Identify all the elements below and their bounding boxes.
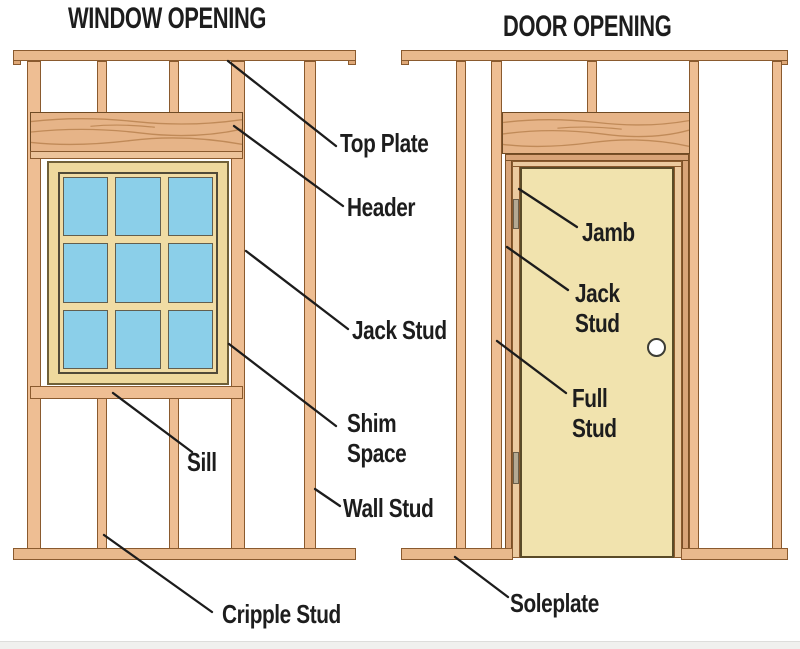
door-jamb-right-inner [674, 154, 682, 558]
window-cripple-stud-top-2 [169, 61, 179, 113]
window-wall-stud [304, 61, 316, 549]
window-frame [47, 161, 229, 385]
door-jamb-head-inner [512, 161, 682, 167]
door-hinge-bottom [513, 452, 519, 484]
window-pane [167, 309, 213, 369]
window-pane [115, 309, 161, 369]
door-soleplate-right [681, 548, 788, 560]
window-header [30, 112, 243, 152]
door-cripple-stud [587, 61, 597, 113]
window-top-plate-end-left [13, 61, 21, 65]
window-cripple-stud-bottom-2 [169, 398, 179, 549]
door-right-wall-stud [772, 61, 782, 549]
door-header [502, 112, 690, 154]
door-opening-title: DOOR OPENING [503, 10, 672, 43]
cripple-stud-label: Cripple Stud [222, 599, 341, 629]
window-top-plate-end-right [348, 61, 356, 65]
door-left-wall-stud [456, 61, 466, 549]
window-pane [167, 177, 213, 237]
window-cripple-stud-top-1 [97, 61, 107, 113]
door-top-plate [401, 50, 788, 61]
window-pane [63, 177, 109, 237]
shim-space-pointer-line [227, 342, 338, 428]
wall-stud-label: Wall Stud [343, 493, 434, 523]
sill-label: Sill [187, 447, 217, 477]
window-soleplate [13, 548, 356, 560]
soleplate-pointer-line [453, 555, 510, 599]
window-opening-title: WINDOW OPENING [68, 2, 267, 35]
jack-stud-pointer-line [244, 249, 350, 331]
wood-grain [31, 118, 242, 146]
jamb-label: Jamb [582, 217, 635, 247]
door-soleplate-left [401, 548, 513, 560]
window-pane [63, 309, 109, 369]
header-pointer-line [232, 124, 345, 208]
window-sash-grid [58, 172, 218, 374]
wood-grain [503, 119, 689, 148]
door-jamb-left-outer [505, 154, 512, 558]
door-jamb-head-outer [505, 154, 689, 161]
door-knob [647, 338, 666, 357]
window-sill [30, 386, 243, 399]
ground-band [0, 641, 800, 649]
door-jack-stud-label: Jack Stud [575, 278, 620, 338]
window-header-bottom-strip [30, 151, 243, 159]
window-pane [115, 177, 161, 237]
cripple-stud-pointer-line [102, 533, 214, 614]
full-stud-label: Full Stud [572, 383, 617, 443]
door-jamb-right-outer [682, 154, 689, 558]
door-right-full-stud [689, 61, 699, 549]
sill-pointer-line [111, 391, 194, 454]
window-pane [115, 243, 161, 303]
soleplate-label: Soleplate [510, 588, 599, 618]
shim-space-label: Shim Space [347, 408, 407, 468]
window-pane [63, 243, 109, 303]
door-hinge-top [513, 199, 519, 229]
wall-stud-pointer-line [313, 487, 342, 508]
window-pane [167, 243, 213, 303]
top-plate-label: Top Plate [340, 128, 429, 158]
door-left-full-stud [491, 61, 502, 549]
header-label: Header [347, 192, 416, 222]
window-cripple-stud-bottom-1 [97, 398, 107, 549]
jack-stud-label: Jack Stud [352, 315, 447, 345]
door-top-plate-end-left [401, 61, 409, 65]
window-top-plate [13, 50, 356, 61]
